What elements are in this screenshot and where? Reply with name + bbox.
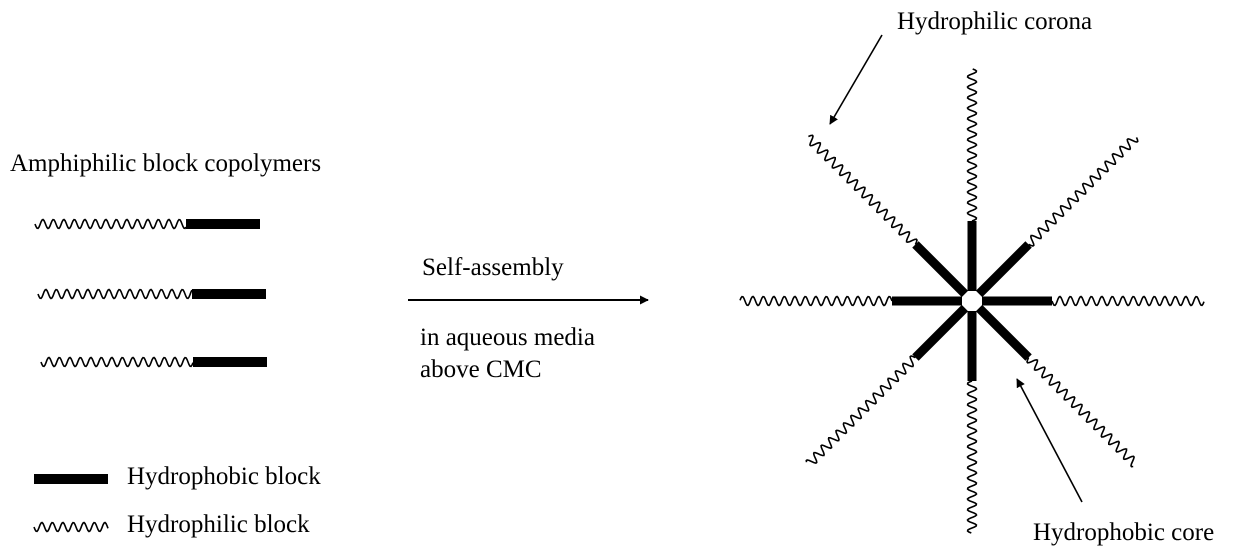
corona-block [1051,295,1205,307]
micelle [739,68,1205,534]
legend-symbols [33,474,109,533]
corona-pointer-arrow [829,34,883,125]
self-assembly-label: Self-assembly [422,254,564,281]
copolymer-chains [34,218,267,368]
hydrophilic-segment [37,288,193,300]
corona-block [966,380,978,534]
corona-block [739,295,893,307]
legend-hydrophobic-label: Hydrophobic block [127,463,321,490]
copolymers-title: Amphiphilic block copolymers [10,150,322,177]
corona-label: Hydrophilic corona [897,8,1093,35]
core-block [975,241,1032,298]
legend-hydrophilic-swatch [33,521,109,533]
corona-block [966,68,978,222]
core-block [975,304,1032,361]
core-label: Hydrophobic core [1033,519,1215,546]
conditions-label-line1: in aqueous media [420,324,595,351]
core-block [912,241,969,298]
hydrophilic-segment [34,218,187,230]
core-block [912,304,969,361]
core-pointer-arrow [1016,378,1083,503]
corona-block [1028,137,1139,247]
corona-block [1026,357,1135,468]
legend-hydrophilic-label: Hydrophilic block [127,511,310,538]
conditions-label-line2: above CMC [420,356,542,383]
corona-block [808,134,918,245]
corona-block [805,355,916,464]
hydrophilic-segment [40,356,194,368]
